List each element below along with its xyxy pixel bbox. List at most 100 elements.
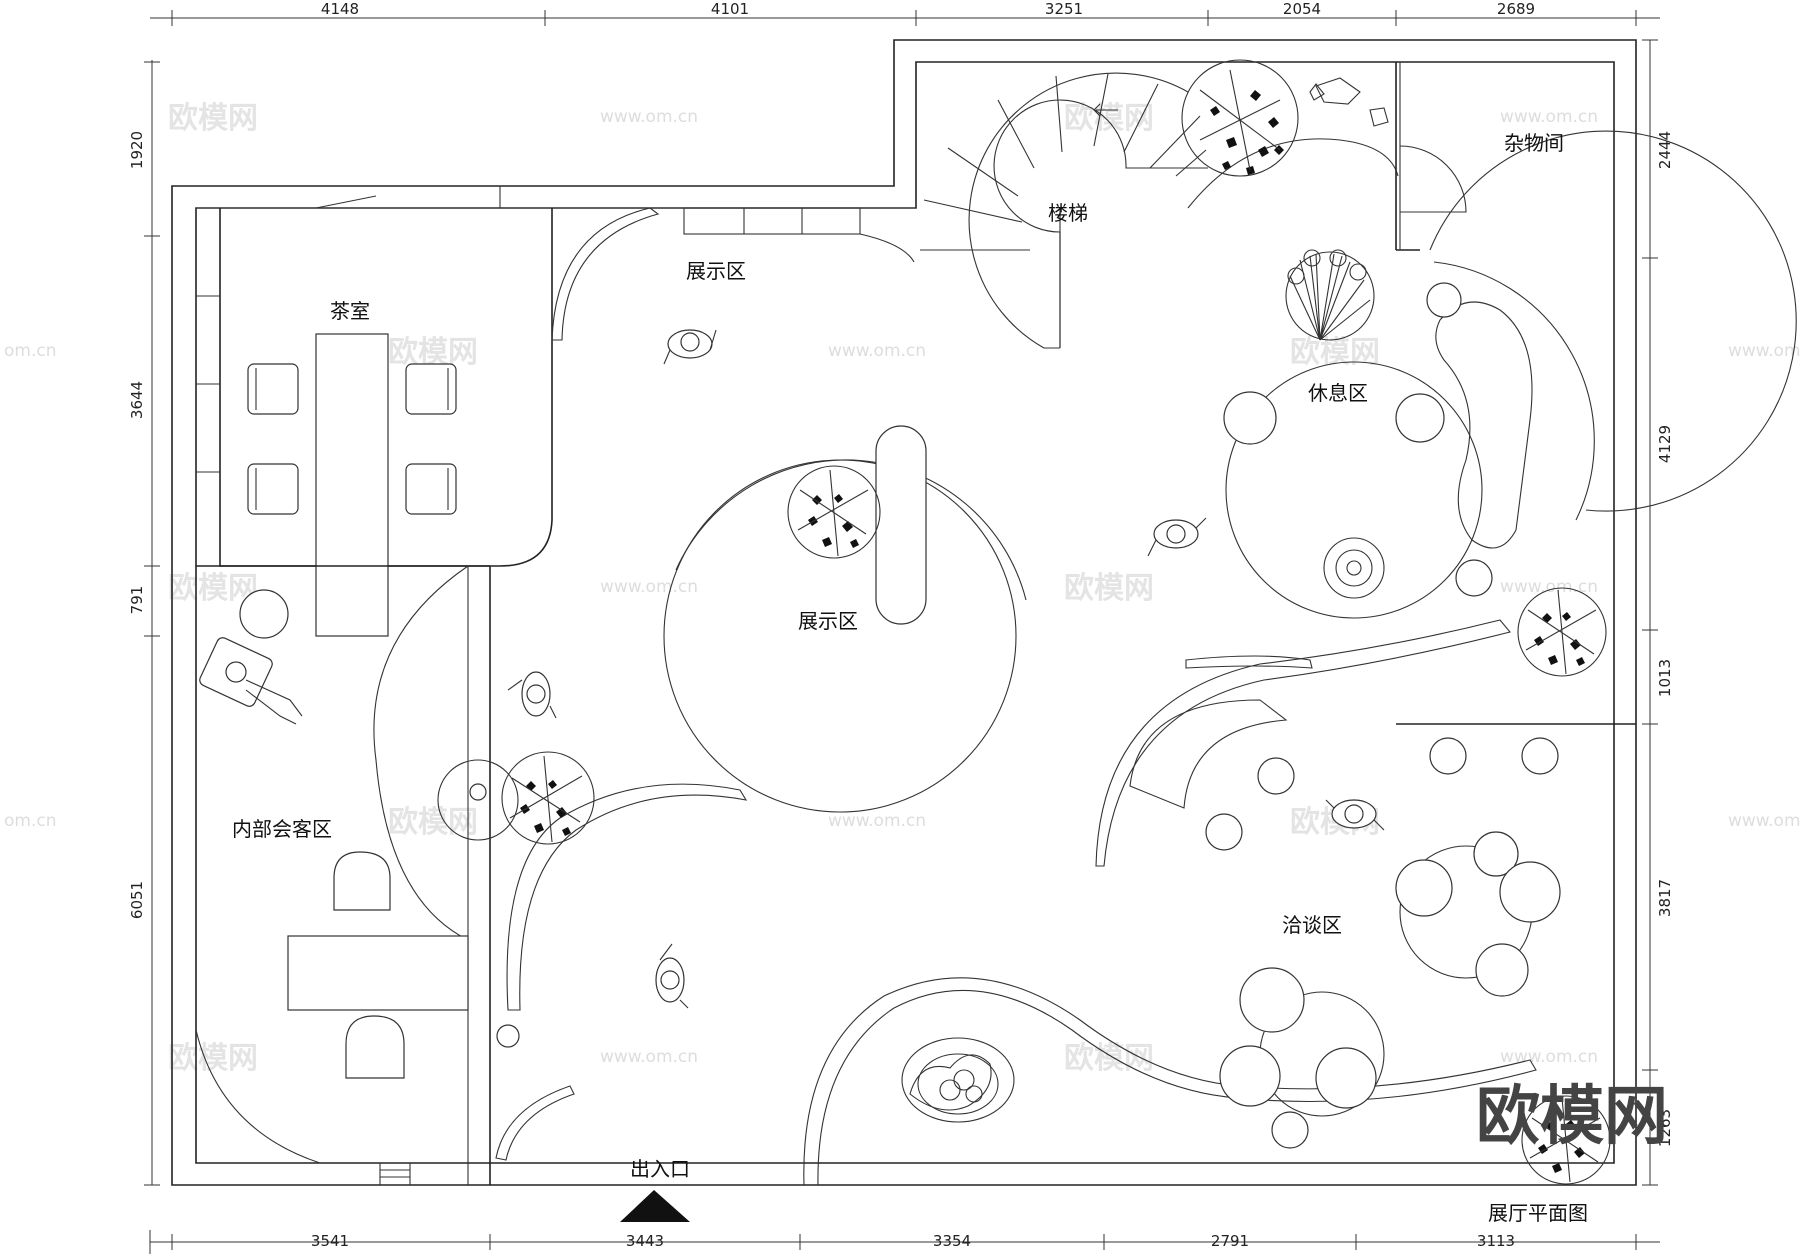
room-label-storage: 杂物间 (1504, 131, 1564, 155)
tea-room (196, 186, 553, 637)
dim-left: 1920 (128, 131, 146, 169)
watermark-url: www.om.cn (1500, 107, 1598, 127)
dim-top: 2689 (1497, 0, 1535, 18)
room-label-stairs: 楼梯 (1048, 201, 1088, 225)
office-chair (333, 851, 391, 911)
drawing-title: 展厅平面图 (1488, 1201, 1588, 1225)
tree-icon (1517, 587, 1607, 677)
dim-bottom: 2791 (1211, 1232, 1249, 1250)
dim-top: 4101 (711, 0, 749, 18)
tree-icon (1181, 59, 1299, 177)
tree-icon (501, 751, 595, 845)
display-pedestal (875, 425, 927, 625)
brand-logo: 欧模网 (1476, 1080, 1668, 1154)
dim-left: 791 (128, 586, 146, 615)
room-label-display-center: 展示区 (798, 609, 858, 633)
stool (1257, 757, 1295, 795)
meeting-desk (287, 935, 469, 1011)
watermark-logo: 欧模网 (168, 1041, 258, 1076)
chair (1475, 943, 1529, 997)
watermark-url: www.om.cn (1728, 811, 1800, 831)
dimension-labels: 4148 4101 3251 2054 2689 3541 3443 3354 … (128, 0, 1674, 1250)
watermark-url: www.om.cn (600, 107, 698, 127)
tea-chair (247, 363, 299, 415)
person-figure (1147, 517, 1207, 557)
person-figure (507, 671, 557, 719)
internal-meeting-area (195, 565, 575, 1186)
tree-icon (787, 465, 881, 559)
chair (1271, 1111, 1309, 1149)
tea-table (315, 333, 389, 637)
chair (1239, 967, 1305, 1033)
watermarks: 欧模网 欧模网 欧模网 欧模网 欧模网 欧模网 欧模网 欧模网 欧模网 欧模网 … (4, 101, 1800, 1076)
chair (1499, 861, 1561, 923)
dim-left: 3644 (128, 381, 146, 419)
watermark-url: www.om.cn (1728, 341, 1800, 361)
display-area-center (663, 425, 1027, 813)
round-stool (1426, 282, 1462, 318)
armchair-with-person (199, 637, 303, 725)
chair (1219, 1045, 1281, 1107)
watermark-logo: 欧模网 (168, 571, 258, 606)
dim-top: 2054 (1283, 0, 1321, 18)
person-figure (663, 329, 717, 365)
round-stool (1223, 391, 1277, 445)
watermark-logo: 欧模网 (168, 101, 258, 136)
dim-bottom: 3113 (1477, 1232, 1515, 1250)
watermark-url: www.om.cn (600, 577, 698, 597)
people (507, 329, 1385, 1009)
room-labels: 茶室 展示区 展示区 楼梯 杂物间 休息区 内部会客区 洽谈区 出入口 展厅平面… (232, 131, 1588, 1225)
person-figure (1325, 799, 1385, 831)
storage-room (1395, 62, 1467, 251)
rest-area (1185, 282, 1533, 669)
entrance-arrow-icon (620, 1190, 690, 1222)
display-area-top (551, 207, 915, 341)
room-label-internal-meeting: 内部会客区 (232, 817, 332, 841)
chair (1315, 1047, 1377, 1109)
watermark-logo: 欧模网 (1064, 571, 1154, 606)
dim-bottom: 3354 (933, 1232, 971, 1250)
watermark-url: www.om.cn (1500, 1047, 1598, 1067)
tree-icon (1521, 1095, 1611, 1185)
room-label-rest-area: 休息区 (1308, 381, 1368, 405)
dim-right: 4129 (1656, 425, 1674, 463)
palm-plant-icon (1285, 249, 1375, 341)
dim-right: 1263 (1656, 1109, 1674, 1147)
stool (239, 589, 289, 639)
spiral-stairs (920, 72, 1399, 349)
entrance-label: 出入口 (630, 1157, 690, 1181)
watermark-url: www.om.cn (828, 341, 926, 361)
fountain (1323, 537, 1385, 599)
room-label-negotiation: 洽谈区 (1282, 913, 1342, 937)
chair (1395, 859, 1453, 917)
sculpture (901, 1037, 1015, 1123)
round-stool (1455, 559, 1493, 597)
curved-partitions (506, 130, 1797, 1186)
watermark-url: www.om.cn (600, 1047, 698, 1067)
room-label-tea-room: 茶室 (330, 299, 370, 323)
dim-right: 1013 (1656, 659, 1674, 697)
stool (1521, 737, 1559, 775)
watermark-url-edge: om.cn (4, 811, 57, 831)
watermark-url-edge: om.cn (4, 341, 57, 361)
room-label-display-top: 展示区 (686, 259, 746, 283)
tea-chair (405, 463, 457, 515)
dim-left: 6051 (128, 881, 146, 919)
dim-top: 3251 (1045, 0, 1083, 18)
stool (1429, 737, 1467, 775)
dim-right: 3817 (1656, 879, 1674, 917)
negotiation-area (1205, 737, 1561, 1149)
round-stool (1395, 393, 1445, 443)
dim-right: 2444 (1656, 131, 1674, 169)
chair (1473, 831, 1519, 877)
watermark-url: www.om.cn (1500, 577, 1598, 597)
office-chair (345, 1015, 405, 1079)
watermark-logo: 欧模网 (388, 805, 478, 840)
tea-chair (405, 363, 457, 415)
dimension-lines (144, 10, 1660, 1254)
tea-chair (247, 463, 299, 515)
watermark-logo: 欧模网 (1290, 335, 1380, 370)
person-figure (655, 943, 689, 1009)
plants (501, 59, 1611, 1185)
